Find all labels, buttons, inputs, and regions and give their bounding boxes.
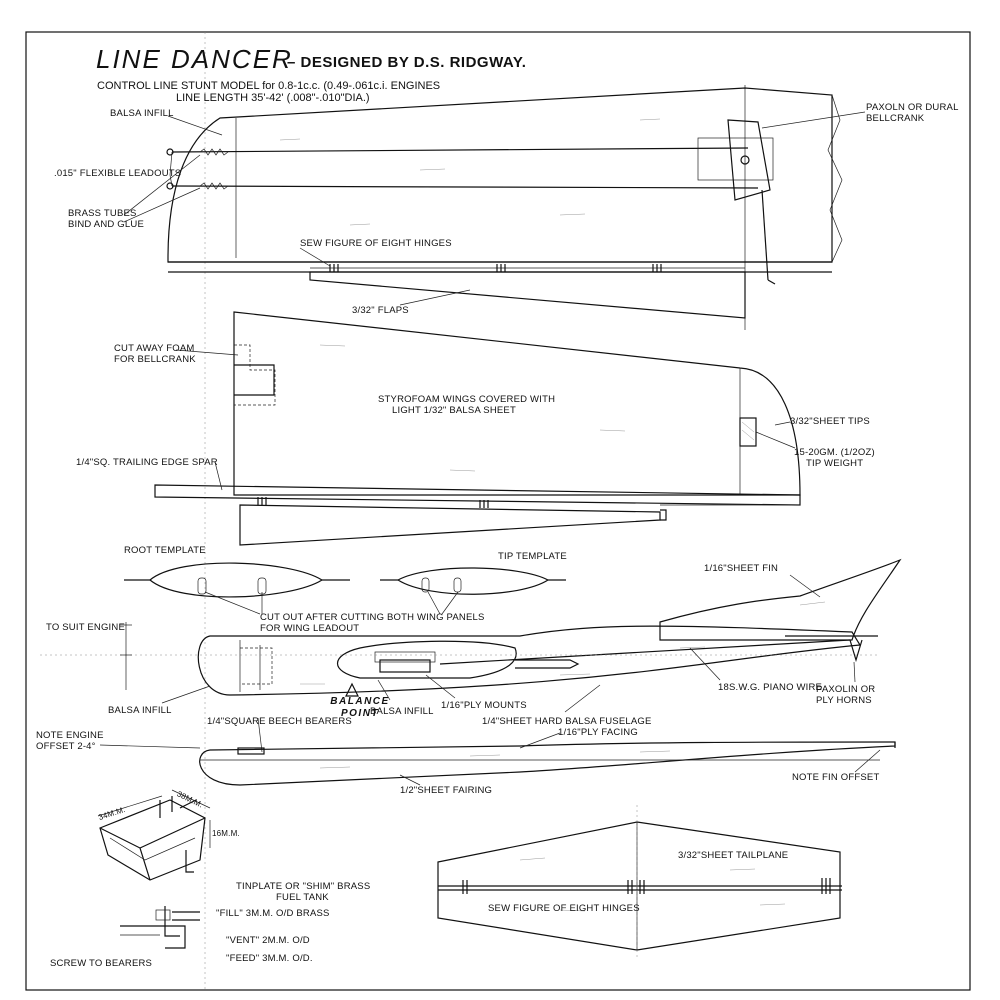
label-balsa-infill-fuselage: BALSA INFILL [108, 705, 172, 716]
subtitle-engines: CONTROL LINE STUNT MODEL for 0.8-1c.c. (… [97, 80, 441, 92]
balance-point-marker [345, 682, 359, 697]
label-vent-tube: "VENT" 2m.m. O/D [226, 935, 310, 946]
label-hinges-top: SEW FIGURE OF EIGHT HINGES [300, 238, 452, 249]
label-screw-to-bearers: SCREW TO BEARERS [50, 958, 153, 969]
label-tailplane: 3/32"SHEET TAILPLANE [678, 850, 789, 861]
label-balsa-infill-mid: BALSA INFILL [370, 706, 434, 717]
pushrod [761, 189, 769, 281]
label-flaps: 3/32" FLAPS [352, 305, 409, 316]
label-styrofoam-wings: STYROFOAM WINGS COVERED WITH [378, 394, 556, 405]
label-tip-weight-value: 15-20gm. (1/2oz) [794, 447, 875, 458]
label-hard-balsa-fuselage: 1/4"SHEET HARD BALSA FUSELAGE [482, 716, 652, 727]
label-te-spar: 1/4"SQ. TRAILING EDGE SPAR [76, 457, 218, 468]
bellcrank-cutout [697, 137, 774, 181]
label-hinges-tail: SEW FIGURE OF EIGHT HINGES [488, 903, 640, 914]
label-tip-template: TIP TEMPLATE [498, 551, 567, 562]
plan-border [25, 31, 971, 991]
label-cut-out: CUT OUT AFTER CUTTING BOTH WING PANELS [260, 612, 485, 623]
label-point: POINT [340, 708, 380, 719]
label-ply-mounts: 1/16"PLY MOUNTS [441, 700, 527, 711]
label-sheet-tips: 3/32"SHEET TIPS [790, 416, 870, 427]
tip-template [380, 567, 566, 595]
pushrod-side [439, 639, 851, 665]
label-bind-glue: BIND AND GLUE [68, 219, 144, 230]
label-balance: BALANCE [330, 696, 390, 707]
fuselage-side [40, 558, 902, 697]
label-fin-offset: NOTE FIN OFFSET [792, 772, 880, 783]
label-root-template: ROOT TEMPLATE [124, 545, 206, 556]
label-beech-bearers: 1/4"SQUARE BEECH BEARERS [207, 716, 352, 727]
label-tank-material: TINPLATE OR "SHIM" BRASS [236, 881, 371, 892]
label-fill-tube: "FILL" 3m.m. O/D BRASS [216, 908, 330, 919]
label-bellcrank-material: PAXOLN OR DURAL [866, 102, 959, 113]
control-horn [849, 639, 863, 663]
label-ply-horns: PLY HORNS [816, 695, 872, 706]
engine-mount [379, 659, 431, 673]
wing-root-outline [167, 87, 833, 263]
bellcrank [727, 119, 771, 201]
designer-credit: – DESIGNED BY D.S. RIDGWAY. [287, 54, 527, 71]
label-fairing: 1/2"SHEET FAIRING [400, 785, 493, 796]
label-note-engine: NOTE ENGINE [36, 730, 104, 741]
fuselage-outline [197, 625, 862, 696]
root-template [124, 562, 350, 598]
wing-tip-break [827, 94, 843, 263]
label-leadouts: .015" FLEXIBLE LEADOUTS [54, 168, 182, 179]
leaders-mid [175, 349, 796, 491]
label-for-bellcrank: FOR BELLCRANK [114, 354, 196, 365]
label-fuel-tank: FUEL TANK [276, 892, 329, 903]
nose-spinner [515, 659, 580, 669]
label-sheet-fin: 1/16"SHEET FIN [704, 563, 779, 574]
label-brass-tubes: BRASS TUBES [68, 208, 137, 219]
leadout-rear [171, 185, 759, 189]
subtitle-line-length: LINE LENGTH 35'-42' (.008"-.010"DIA.) [176, 92, 370, 104]
label-piano-wire: 18s.w.g. PIANO WIRE [718, 682, 823, 693]
fuel-tank [97, 789, 211, 881]
label-wing-leadout: FOR WING LEADOUT [260, 623, 360, 634]
fuselage-top [199, 741, 896, 786]
tailplane-plan [437, 821, 842, 951]
bellcrank-foam-cutaway [234, 344, 276, 406]
leaders-fuselage [161, 574, 856, 753]
label-paxolin-horns: PAXOLIN OR [816, 684, 876, 695]
label-cut-foam: CUT AWAY FOAM [114, 343, 195, 354]
label-to-suit-engine: TO SUIT ENGINE [46, 622, 125, 633]
wing-root-plan [166, 87, 843, 319]
wing-panel-plan [154, 311, 801, 546]
label-feed-tube: "FEED" 3m.m. O/D. [226, 953, 313, 964]
fin-outline [659, 558, 902, 641]
label-bellcrank: BELLCRANK [866, 113, 925, 124]
leadout-front [171, 147, 749, 153]
flap-top [309, 271, 746, 319]
label-balsa-infill-top: BALSA INFILL [110, 108, 174, 119]
fuel-tank-side [120, 906, 200, 949]
label-engine-offset: OFFSET 2-4° [36, 741, 96, 752]
leaders-top-view [99, 732, 881, 786]
leaders-templates [204, 591, 459, 615]
label-tip-weight: TIP WEIGHT [806, 458, 864, 469]
label-dim-16: 16m.m. [212, 829, 240, 838]
leaders-top [123, 111, 866, 306]
plan-title: LINE DANCER [96, 44, 293, 74]
label-ply-facing: 1/16"PLY FACING [558, 727, 638, 738]
label-balsa-sheet: LIGHT 1/32" BALSA SHEET [392, 405, 516, 416]
flap-lower [239, 504, 661, 546]
